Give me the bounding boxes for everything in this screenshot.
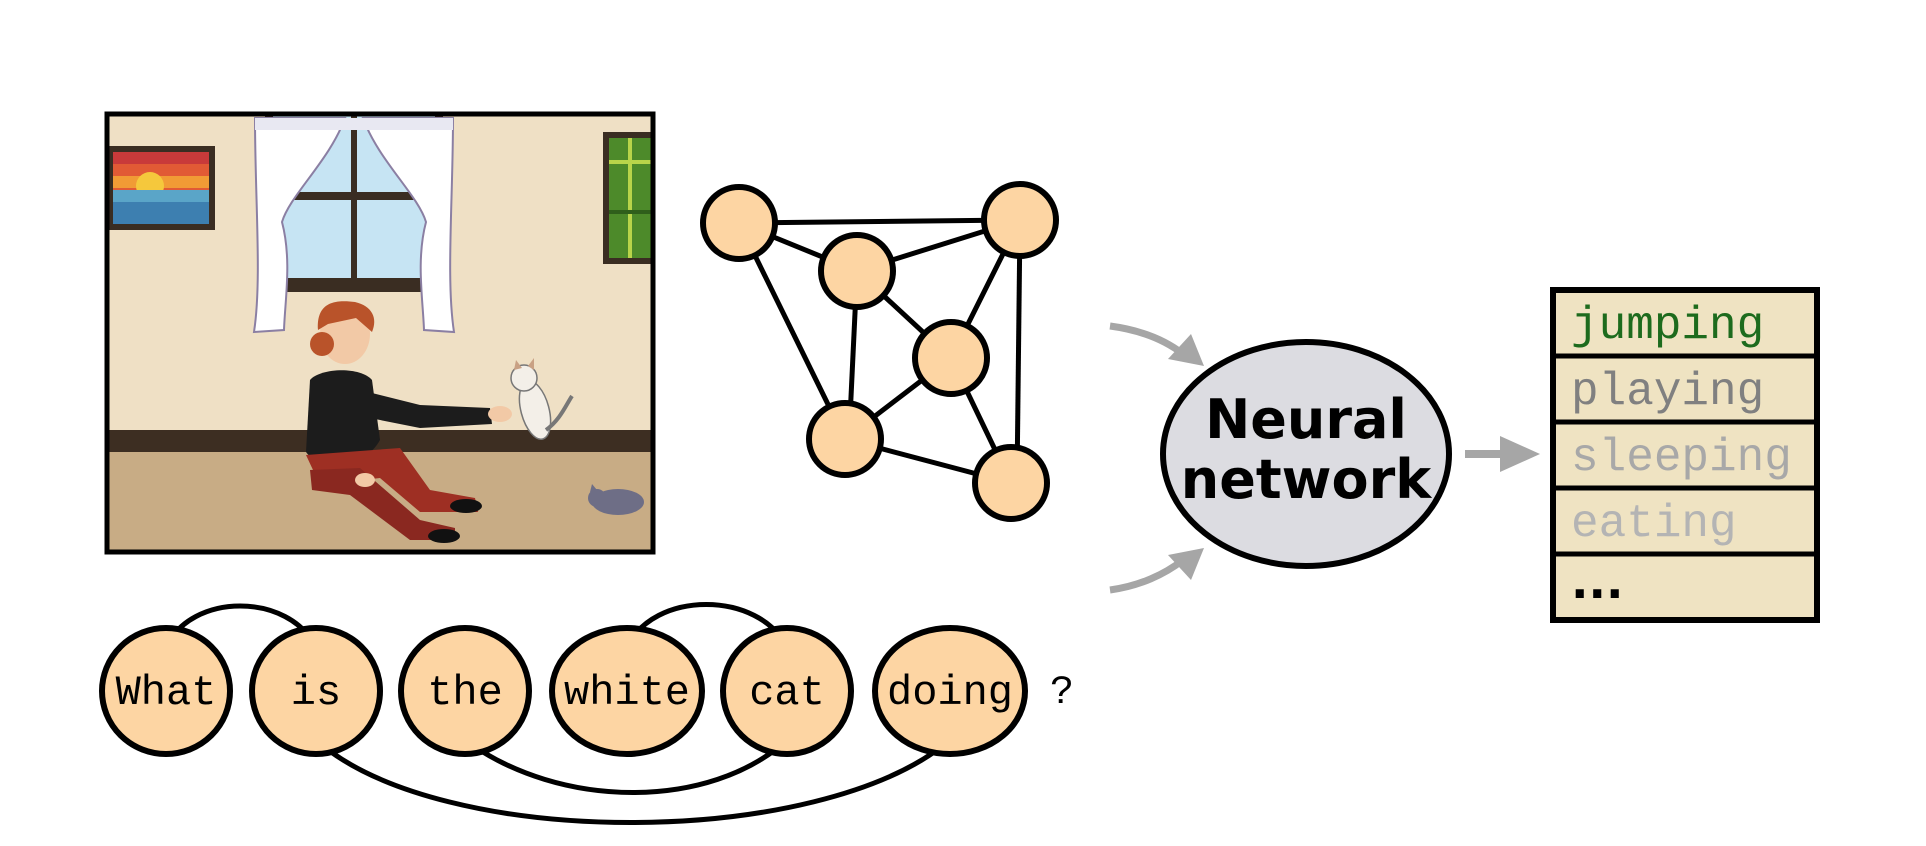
network-label-line1: Neural xyxy=(1205,388,1407,451)
arc-the-cat xyxy=(463,737,789,795)
graph-node xyxy=(972,444,1050,522)
graph-nodes xyxy=(700,181,1059,522)
answer-item: eating xyxy=(1571,498,1737,550)
network-label-line2: network xyxy=(1181,448,1432,511)
answer-item: jumping xyxy=(1571,300,1764,352)
answer-box xyxy=(1550,287,1820,623)
graph-node xyxy=(700,184,778,262)
graph-edge xyxy=(738,217,1021,226)
green-painting xyxy=(603,132,653,264)
graph-edge xyxy=(1014,219,1023,484)
word-label: What xyxy=(116,669,217,717)
answer-item: sleeping xyxy=(1571,432,1792,484)
right-curtain xyxy=(361,117,456,334)
arc-is-doing xyxy=(314,738,952,825)
word-label: white xyxy=(564,669,690,717)
left-curtain xyxy=(252,117,347,334)
graph-node xyxy=(981,181,1059,259)
woman-figure xyxy=(306,301,512,543)
word-node: cat xyxy=(720,625,854,757)
sunset-painting xyxy=(107,146,215,230)
arrow-graph-to-network xyxy=(1109,322,1186,357)
word-node: the xyxy=(398,625,532,757)
graph-node xyxy=(806,400,884,478)
word-node: What xyxy=(99,625,233,757)
answer-item: ... xyxy=(1571,555,1623,609)
graph-node xyxy=(912,319,990,397)
arrowhead-top xyxy=(1168,334,1204,366)
white-cat xyxy=(510,358,574,440)
answer-list: jumping playing sleeping eating ... xyxy=(1550,287,1820,623)
word-label: is xyxy=(291,669,341,717)
word-node: is xyxy=(249,625,383,757)
arrowhead-bottom xyxy=(1168,548,1204,580)
word-node: doing xyxy=(872,625,1028,757)
graph-edge xyxy=(736,221,848,441)
arrow-question-to-network xyxy=(1109,557,1186,594)
word-label: the xyxy=(427,669,503,717)
scene-image xyxy=(104,111,656,555)
output-arrowhead xyxy=(1500,436,1540,472)
neural-network: Neural network xyxy=(1160,339,1452,569)
word-label: cat xyxy=(749,669,825,717)
word-node: white xyxy=(549,625,705,757)
scene-frame xyxy=(104,111,656,555)
question-mark: ? xyxy=(1050,671,1074,716)
question: What is the white cat doing ? xyxy=(99,625,1074,757)
word-label: doing xyxy=(887,669,1013,717)
grey-cat xyxy=(588,484,644,515)
scene-baseboard xyxy=(107,430,653,452)
graph-node xyxy=(818,232,896,310)
graph xyxy=(700,181,1059,522)
network-ellipse xyxy=(1160,339,1452,569)
answer-dividers xyxy=(1553,353,1817,557)
answer-item: playing xyxy=(1571,366,1764,418)
curtain-rod xyxy=(255,118,453,130)
